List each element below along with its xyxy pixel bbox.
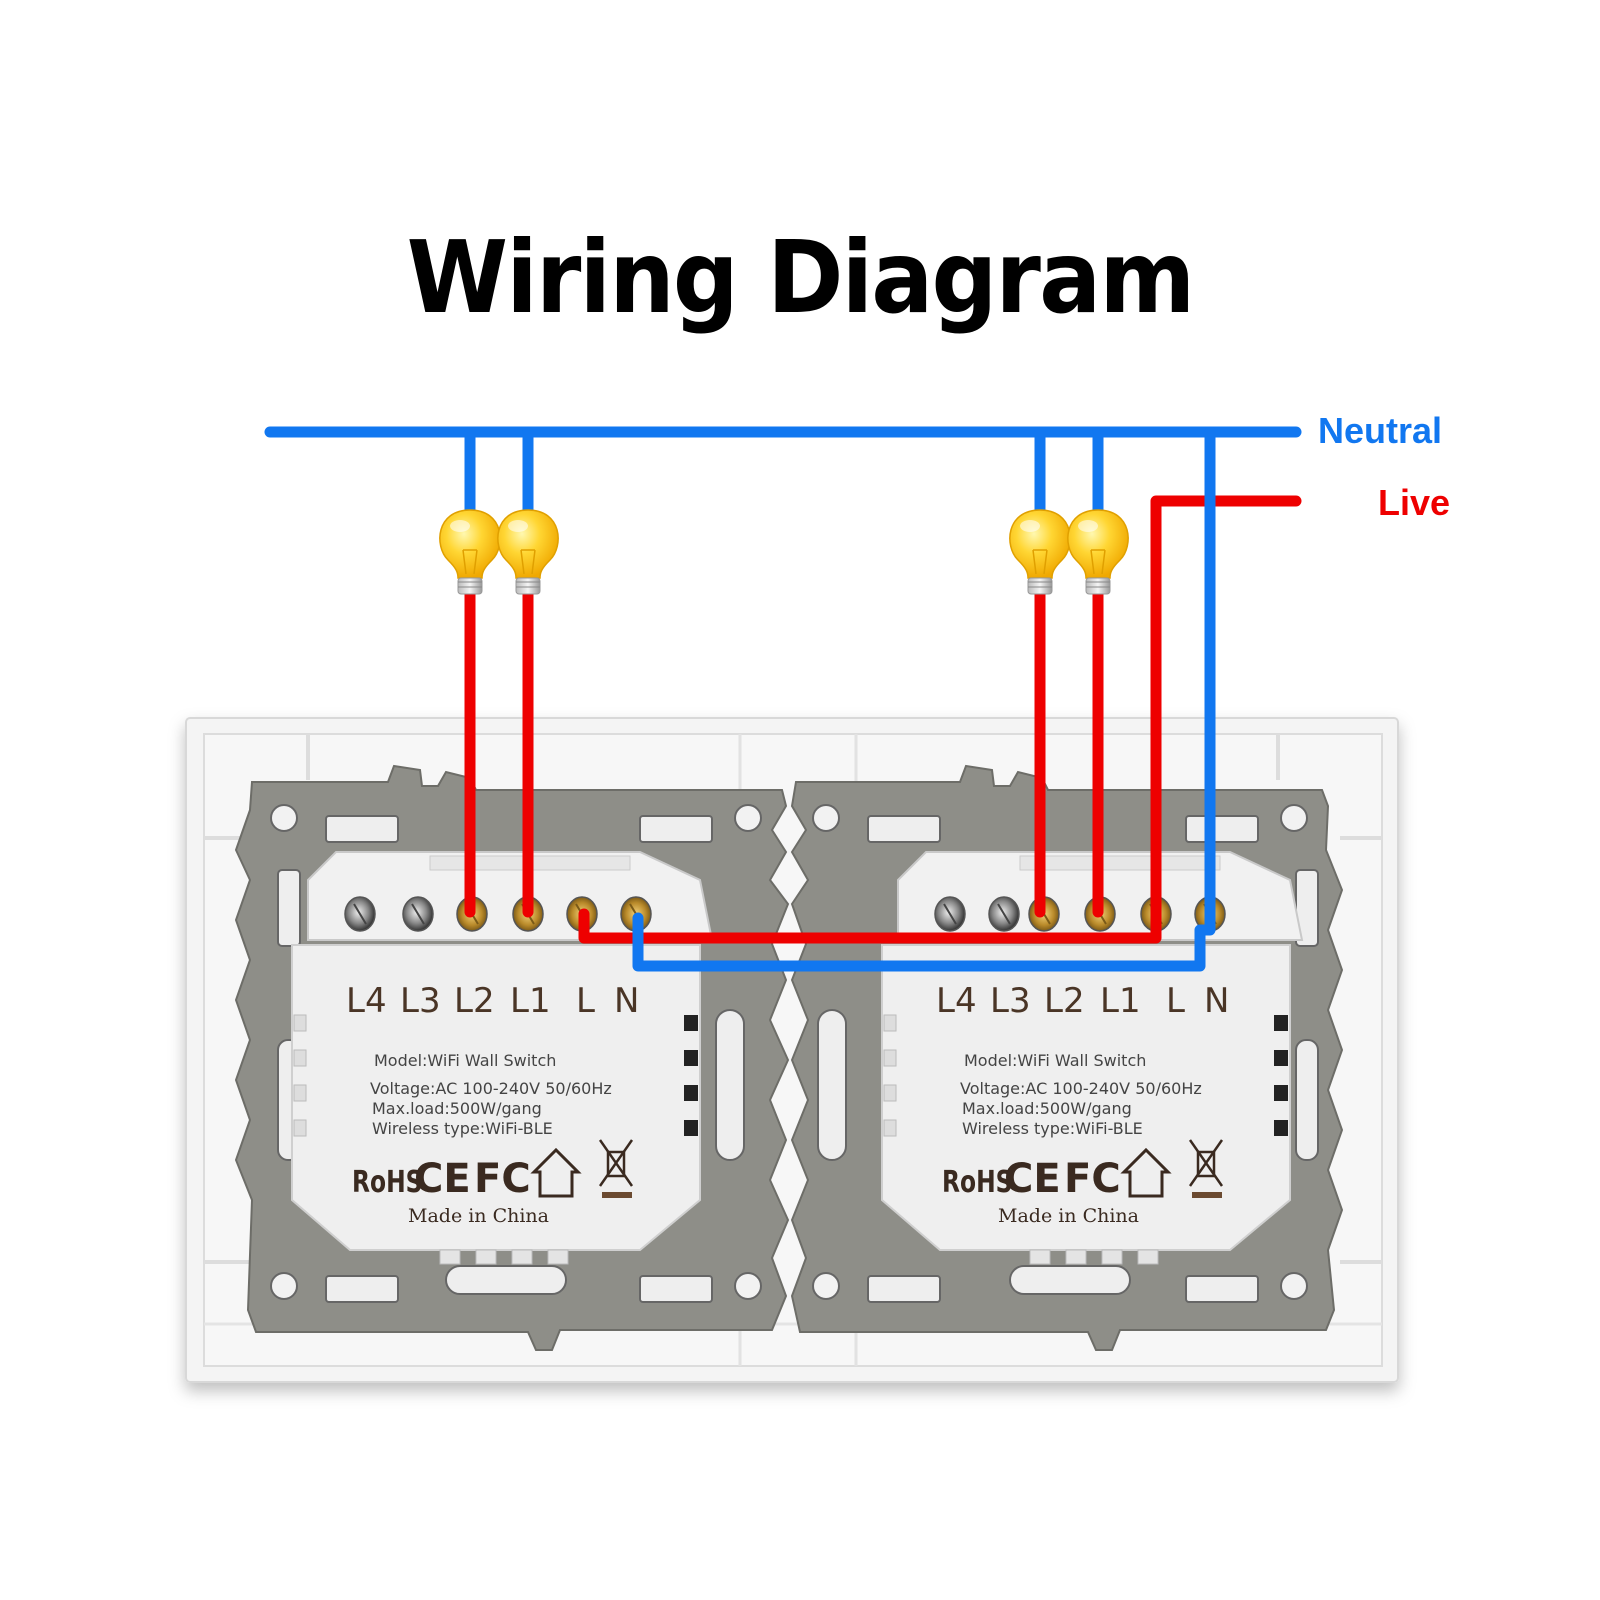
lightbulb-icon bbox=[439, 509, 501, 595]
terminal-label-l2: L2 bbox=[454, 981, 495, 1021]
module-body bbox=[881, 944, 1291, 1251]
vent-slot bbox=[684, 1050, 698, 1066]
legend-live-label: Live bbox=[1378, 482, 1451, 523]
bottom-tab bbox=[1101, 1249, 1123, 1265]
terminal-label-n: N bbox=[614, 981, 639, 1021]
vent-slot bbox=[684, 1085, 698, 1101]
vent-slot bbox=[883, 1049, 897, 1067]
legend-neutral-label: Neutral bbox=[1318, 410, 1443, 451]
house-icon bbox=[530, 1147, 582, 1198]
vent-slot bbox=[1274, 1085, 1288, 1101]
cert-mark-ce: CE bbox=[414, 1156, 471, 1202]
module-body bbox=[291, 944, 701, 1251]
lightbulb-icon bbox=[497, 509, 559, 595]
terminal-block-ridge bbox=[1019, 855, 1221, 871]
screw-slot bbox=[997, 903, 1011, 925]
made-in-label: Made in China bbox=[408, 1205, 549, 1227]
vent-slot bbox=[293, 1084, 307, 1102]
spec-voltage: Voltage:AC 100-240V 50/60Hz bbox=[960, 1079, 1202, 1098]
page-title: Wiring Diagram bbox=[406, 219, 1196, 336]
terminal-label-l1: L1 bbox=[510, 981, 551, 1021]
spec-max-load: Max.load:500W/gang bbox=[372, 1099, 542, 1118]
spec-voltage: Voltage:AC 100-240V 50/60Hz bbox=[370, 1079, 612, 1098]
cert-mark-ce: CE bbox=[1004, 1156, 1061, 1202]
lightbulb-icon bbox=[1067, 509, 1129, 595]
vent-slot bbox=[1274, 1120, 1288, 1136]
vent-slot bbox=[883, 1119, 897, 1137]
screw-slot bbox=[943, 903, 957, 925]
made-in-label: Made in China bbox=[998, 1205, 1139, 1227]
vent-slot bbox=[684, 1120, 698, 1136]
terminal-label-l: L bbox=[1166, 981, 1185, 1021]
spec-wireless: Wireless type:WiFi-BLE bbox=[962, 1119, 1143, 1138]
vent-slot bbox=[684, 1015, 698, 1031]
cert-mark-fc: FC bbox=[1064, 1156, 1121, 1202]
terminal-label-l4: L4 bbox=[936, 981, 977, 1021]
terminal-label-l3: L3 bbox=[990, 981, 1031, 1021]
cert-mark-fc: FC bbox=[474, 1156, 531, 1202]
terminal-label-l4: L4 bbox=[346, 981, 387, 1021]
bottom-tab bbox=[439, 1249, 461, 1265]
spec-model: Model:WiFi Wall Switch bbox=[964, 1051, 1146, 1070]
terminal-label-n: N bbox=[1204, 981, 1229, 1021]
vent-slot bbox=[1274, 1050, 1288, 1066]
bottom-tab bbox=[1065, 1249, 1087, 1265]
spec-max-load: Max.load:500W/gang bbox=[962, 1099, 1132, 1118]
screw-slot bbox=[353, 903, 367, 925]
cert-mark-rohs: RoHS bbox=[942, 1165, 1013, 1200]
weee-bin-icon bbox=[1188, 1139, 1224, 1198]
neutral-module-wire bbox=[632, 426, 1216, 972]
vent-slot bbox=[293, 1014, 307, 1032]
live-supply-wire bbox=[578, 495, 1302, 944]
bottom-tab bbox=[511, 1249, 533, 1265]
spec-model: Model:WiFi Wall Switch bbox=[374, 1051, 556, 1070]
vent-slot bbox=[293, 1049, 307, 1067]
screw-slot bbox=[411, 903, 425, 925]
terminal-label-l3: L3 bbox=[400, 981, 441, 1021]
lightbulb-icon bbox=[1009, 509, 1071, 595]
vent-slot bbox=[883, 1084, 897, 1102]
bottom-tab bbox=[1137, 1249, 1159, 1265]
cert-mark-rohs: RoHS bbox=[352, 1165, 423, 1200]
vent-slot bbox=[883, 1014, 897, 1032]
bottom-tab bbox=[1029, 1249, 1051, 1265]
bottom-tab bbox=[475, 1249, 497, 1265]
terminal-label-l2: L2 bbox=[1044, 981, 1085, 1021]
vent-slot bbox=[1274, 1015, 1288, 1031]
house-icon bbox=[1120, 1147, 1172, 1198]
vent-slot bbox=[293, 1119, 307, 1137]
terminal-label-l: L bbox=[576, 981, 595, 1021]
weee-bin-icon bbox=[598, 1139, 634, 1198]
bottom-tab bbox=[547, 1249, 569, 1265]
terminal-label-l1: L1 bbox=[1100, 981, 1141, 1021]
spec-wireless: Wireless type:WiFi-BLE bbox=[372, 1119, 553, 1138]
